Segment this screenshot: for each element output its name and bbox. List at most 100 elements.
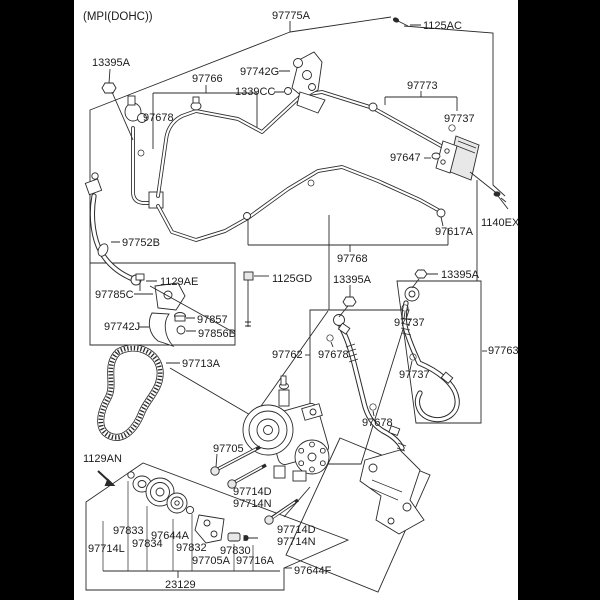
bracket-97773 — [384, 91, 458, 111]
port-stem — [280, 375, 287, 386]
mount-ear-hole — [309, 408, 317, 416]
label-1129AE: 1129AE — [160, 276, 198, 288]
middle-fasteners — [111, 241, 487, 569]
label-97737-mid: 97737 — [394, 317, 425, 329]
leader-1129AE — [149, 285, 234, 333]
label-97775A: 97775A — [272, 10, 311, 22]
label-97768: 97768 — [337, 253, 368, 265]
label-97714D-b: 97714D — [277, 524, 316, 536]
head-bolt-5 — [298, 460, 305, 467]
screw-1140EX-shaft — [497, 195, 509, 210]
clutch-hub — [263, 425, 273, 435]
label-97773: 97773 — [407, 80, 438, 92]
label-97714N-a: 97714N — [233, 498, 272, 510]
tensioner-pulley-hub — [155, 487, 165, 497]
frame-97775A-right — [289, 16, 392, 33]
leader-13395A-mid — [338, 285, 351, 318]
cooler-pipe-assembly — [124, 51, 446, 242]
strap-97742J-part — [148, 312, 175, 347]
screw-1125AC-shaft — [397, 20, 421, 27]
bracket-hole-1 — [293, 58, 303, 68]
mount-lug-1 — [273, 465, 286, 479]
bracket-97644F-hole2 — [402, 502, 412, 512]
liquid-hose-97752B — [84, 172, 142, 286]
screw-97716A-head — [243, 535, 249, 541]
label-1125AC: 1125AC — [423, 20, 462, 32]
head-bolt-4 — [309, 466, 315, 473]
compressor-bracket-97644F — [359, 449, 425, 535]
bolt-97714-b-head — [264, 515, 274, 525]
label-1339CC: 1339CC — [235, 86, 275, 98]
label-97716A: 97716A — [236, 555, 275, 567]
bolt-1129AN-icon — [97, 470, 116, 486]
label-97857: 97857 — [197, 314, 228, 326]
bracket-97768 — [247, 218, 449, 252]
hose-97762-elbow — [333, 314, 345, 326]
bolt-1125GD-shaft — [245, 280, 251, 327]
top-fasteners — [101, 17, 444, 227]
head-bolt-2 — [319, 447, 326, 454]
screw-1125AC-icon — [392, 17, 400, 23]
label-97737-top: 97737 — [444, 113, 475, 125]
label-13395A-top: 13395A — [92, 57, 131, 69]
oring-97737-mid — [401, 304, 409, 312]
label-23129: 23129 — [165, 579, 196, 591]
oring-97737-top — [448, 124, 456, 132]
tensioner-group — [97, 470, 258, 544]
pipe-bracket-lower — [296, 91, 326, 114]
ring-97856B-icon — [176, 325, 186, 335]
title-mpi-dohc: (MPI(DOHC)) — [83, 11, 153, 23]
suction-port — [278, 389, 290, 407]
screw-1140EX-icon — [493, 191, 501, 197]
leader-hose-to-compressor — [253, 310, 329, 417]
canister-hatch — [456, 140, 477, 154]
pipe-clamp-a — [368, 102, 378, 112]
label-13395A-mid: 13395A — [333, 274, 372, 286]
tube-block-fitting — [148, 191, 164, 209]
bolt-1129AE-head — [135, 273, 145, 281]
frame-connectors — [328, 180, 478, 310]
hose-97763-coil — [400, 317, 412, 336]
lower-pipe-core — [156, 165, 440, 242]
idler-pulley-hub — [137, 480, 147, 488]
bolt-97705-core — [217, 448, 257, 470]
label-97644A: 97644A — [151, 530, 190, 542]
screw-1339CC-icon — [284, 87, 292, 95]
label-97785C: 97785C — [95, 289, 134, 301]
pipe-grommet — [307, 179, 315, 187]
nut-13395A-right — [414, 269, 428, 279]
leader-97713A — [166, 362, 253, 417]
hose-top-nut — [91, 172, 99, 180]
leader-97617A — [440, 216, 444, 227]
label-97762: 97762 — [272, 349, 303, 361]
rear-head-hub — [307, 452, 317, 462]
box-97763 — [396, 280, 482, 424]
expansion-valve-assembly — [431, 124, 509, 210]
head-bolt-1 — [309, 441, 315, 448]
bracket-hole-a — [203, 519, 211, 527]
hose-top-fitting — [84, 178, 103, 196]
label-97678-low: 97678 — [362, 417, 393, 429]
label-1129AN: 1129AN — [83, 453, 122, 465]
frame-right-edge — [403, 25, 506, 197]
tensioner-bolt — [127, 471, 135, 479]
misc-dash-leaders — [111, 241, 196, 332]
bracket-97644F-hatch — [369, 479, 403, 501]
charge-valve-cap — [192, 96, 200, 104]
pulley-97834-hub — [174, 500, 180, 506]
bracket-23129 — [103, 570, 280, 578]
label-97742G: 97742G — [240, 66, 279, 78]
hose-97762-core — [339, 325, 404, 450]
plate-hole-2 — [440, 159, 446, 165]
label-97833: 97833 — [113, 525, 144, 537]
bracket-hole-2 — [302, 70, 312, 80]
label-97752B: 97752B — [122, 237, 160, 249]
bracket-23129-ticks — [102, 481, 254, 571]
leader-13395A-right — [411, 273, 438, 289]
bracket-97644F-hole3 — [387, 517, 395, 525]
bracket-hole-b — [210, 530, 218, 538]
drive-belt-97713A — [97, 344, 253, 441]
bolt-97705-head — [210, 466, 220, 476]
label-97737-low: 97737 — [399, 369, 430, 381]
